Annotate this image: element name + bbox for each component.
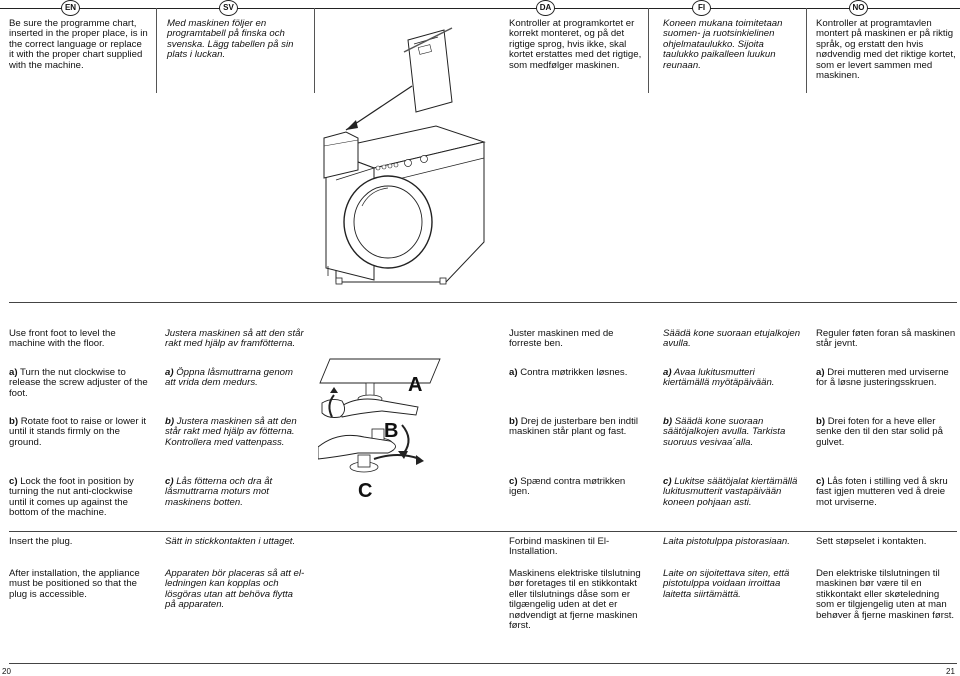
programme-chart-text-da: Kontroller at programkortet er korrekt m… [509,18,642,71]
wrench-loosen-icon [319,358,441,418]
step-b-label: b) [816,416,826,427]
access-text-sv: Apparaten bör placeras så att el-ledning… [165,568,305,611]
step-b-sv: b) Justera maskinen så att den står rakt… [165,416,305,448]
step-a-text-fi: Avaa lukitusmutteri kiertämällä myötäpäi… [663,367,775,389]
plug-text-en: Insert the plug. [9,536,73,547]
programme-card-icon [403,27,453,113]
lang-badge-fi: FI [692,0,711,16]
access-text-en: After installation, the appliance must b… [9,568,140,600]
washing-machine-icon [323,125,486,285]
programme-chart-text-sv: Med maskinen följer en programtabell på … [167,18,294,61]
figure-label-c: C [358,480,372,502]
step-c-text-da: Spænd contra møtrikken igen. [509,476,626,498]
plug-text-fi: Laita pistotulppa pistorasiaan. [663,536,790,547]
programme-chart-text-fi: Koneen mukana toimitetaan suomen- ja ruo… [663,18,783,71]
step-a-no: a) Drei mutteren med urviserne for å løs… [816,367,956,389]
step-c-text-sv: Lås fötterna och dra åt låsmuttrarna mot… [165,476,273,508]
lang-badge-en: EN [61,0,80,16]
step-a-label: a) [663,367,672,378]
step-b-label: b) [9,416,19,427]
access-text-no: Den elektriske tilslutningen til maskine… [816,568,955,621]
plug-text-da: Forbind maskinen til El-Installation. [509,536,610,558]
step-a-text-sv: Öppna låsmuttrarna genom att vrida dem m… [165,367,293,389]
programme-chart-text-no: Kontroller at programtavlen montert på m… [816,18,956,82]
step-c-label: c) [165,476,174,487]
level-text-sv: Justera maskinen så att den står rakt me… [165,328,304,350]
foot-rotate-icon [317,424,410,460]
column-divider [648,8,649,93]
section-rule [9,531,957,532]
page-number-right: 21 [946,667,955,676]
plug-text-no: Sett støpselet i kontakten. [816,536,927,547]
step-a-label: a) [509,367,518,378]
step-c-no: c) Lås foten i stilling ved å skru fast … [816,476,956,508]
level-text-en: Use front foot to level the machine with… [9,328,116,350]
header-rule [0,8,960,9]
foot-adjustment-illustration: A B C [317,355,500,535]
step-b-en: b) Rotate foot to raise or lower it unti… [9,416,149,448]
step-a-text-da: Contra møtrikken løsnes. [520,367,628,378]
step-b-text-no: Drei foten for a heve eller senke den ti… [816,416,943,448]
lang-badge-no: NO [849,0,868,16]
column-divider [806,8,807,93]
access-text-da: Maskinens elektriske tilslutning bør for… [509,568,641,632]
step-a-en: a) Turn the nut clockwise to release the… [9,367,149,399]
page-number-left: 20 [2,667,11,676]
access-text-fi: Laite on sijoitettava siten, että pistot… [663,568,790,600]
step-b-text-sv: Justera maskinen så att den står rakt me… [165,416,297,448]
step-b-no: b) Drei foten for a heve eller senke den… [816,416,956,448]
lang-badge-sv: SV [219,0,238,16]
washing-machine-illustration [316,10,506,290]
step-b-da: b) Drej de justerbare ben indtil maskine… [509,416,644,438]
step-c-text-no: Lås foten i stilling ved å skru fast igj… [816,476,948,508]
programme-chart-text-en: Be sure the programme chart, inserted in… [9,18,148,71]
step-b-label: b) [165,416,175,427]
plug-text-sv: Sätt in stickkontakten i uttaget. [165,536,296,547]
step-a-text-en: Turn the nut clockwise to release the sc… [9,367,148,399]
step-c-da: c) Spænd contra møtrikken igen. [509,476,644,498]
step-b-text-en: Rotate foot to raise or lower it until i… [9,416,147,448]
step-a-text-no: Drei mutteren med urviserne for å løsne … [816,367,949,389]
step-c-label: c) [663,476,672,487]
level-text-da: Juster maskinen med de forreste ben. [509,328,614,350]
figure-label-a: A [408,374,422,396]
column-divider [156,8,157,93]
level-text-no: Reguler føten foran så maskinen står jev… [816,328,956,350]
step-a-label: a) [9,367,18,378]
step-a-da: a) Contra møtrikken løsnes. [509,367,644,378]
step-b-label: b) [663,416,673,427]
step-a-sv: a) Öppna låsmuttrarna genom att vrida de… [165,367,305,389]
step-b-label: b) [509,416,519,427]
step-c-fi: c) Lukitse säätöjalat kiertämällä lukitu… [663,476,801,508]
step-c-text-fi: Lukitse säätöjalat kiertämällä lukitusmu… [663,476,798,508]
figure-label-b: B [384,420,398,442]
step-c-label: c) [9,476,18,487]
step-c-text-en: Lock the foot in position by turning the… [9,476,134,519]
section-rule [9,302,957,303]
step-b-fi: b) Säädä kone suoraan säätöjalkojen avul… [663,416,801,448]
step-c-sv: c) Lås fötterna och dra åt låsmuttrarna … [165,476,305,508]
step-a-label: a) [816,367,825,378]
step-a-label: a) [165,367,174,378]
step-a-fi: a) Avaa lukitusmutteri kiertämällä myötä… [663,367,801,389]
step-c-en: c) Lock the foot in position by turning … [9,476,149,519]
step-b-text-da: Drej de justerbare ben indtil maskinen s… [509,416,639,438]
step-c-label: c) [509,476,518,487]
footer-rule [9,663,957,664]
lang-badge-da: DA [536,0,555,16]
column-divider [314,8,315,93]
step-b-text-fi: Säädä kone suoraan säätöjalkojen avulla.… [663,416,786,448]
step-c-label: c) [816,476,825,487]
level-text-fi: Säädä kone suoraan etujalkojen avulla. [663,328,801,350]
lock-nut-icon [349,454,424,473]
